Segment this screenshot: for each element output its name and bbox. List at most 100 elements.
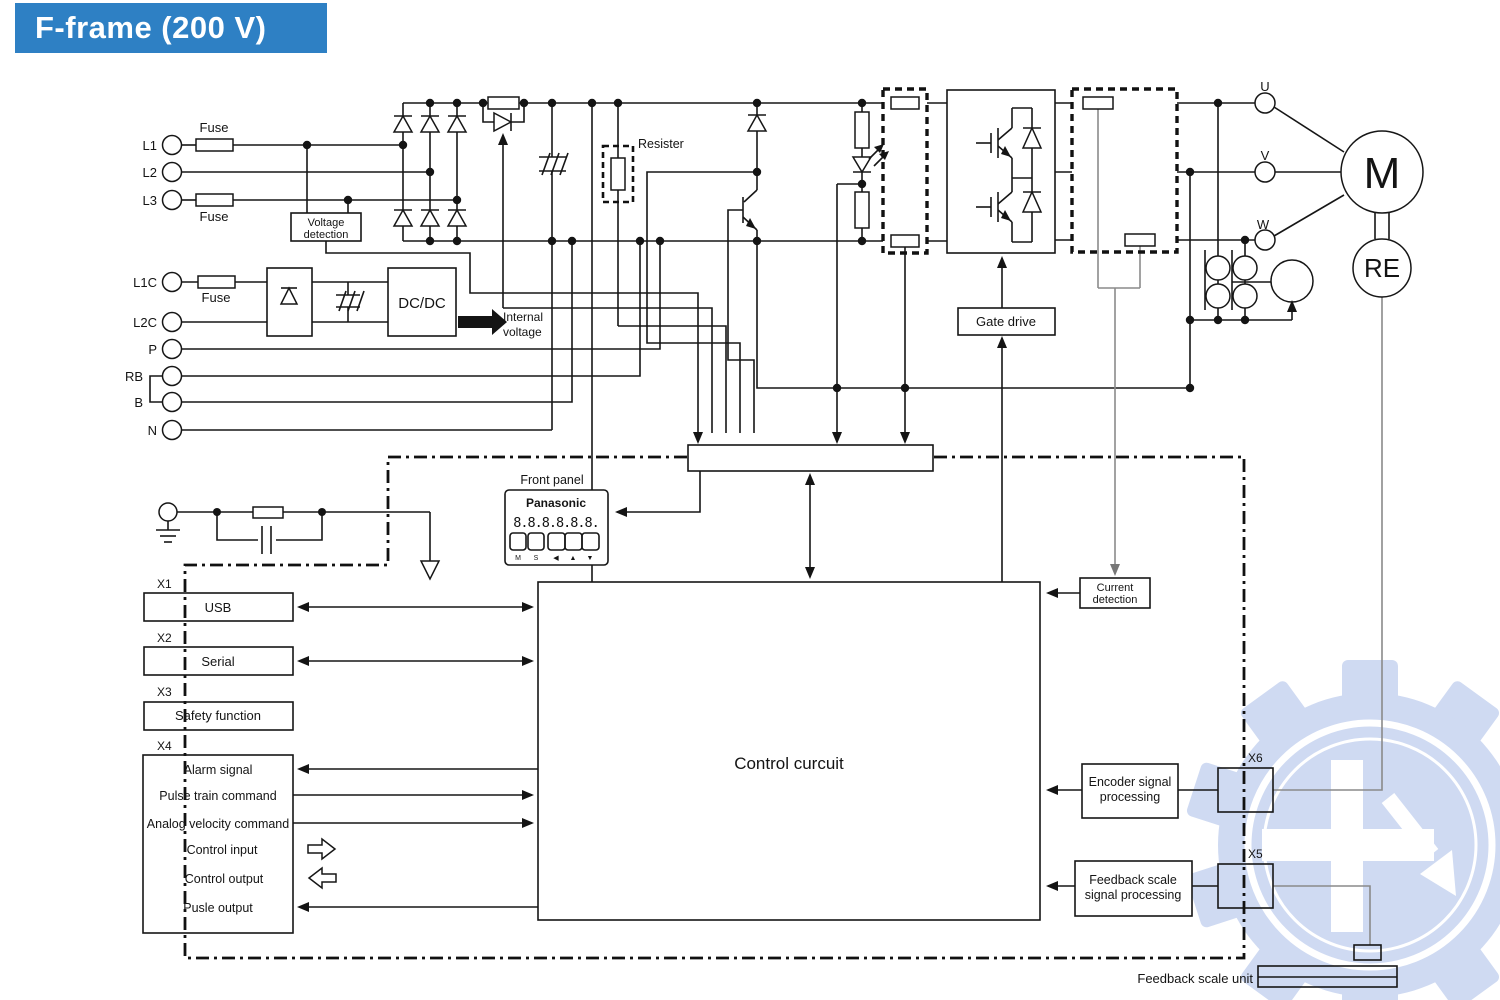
igbt-inverter-module bbox=[946, 89, 1056, 254]
feedback-scale-bar bbox=[1257, 965, 1398, 988]
dcdc-converter-box bbox=[387, 267, 457, 337]
label-l1: L1 bbox=[143, 138, 157, 153]
dc-bus-capacitor bbox=[539, 152, 569, 176]
label-pusle-output: Pusle output bbox=[183, 901, 253, 915]
seven-segment-display: 8.8.8.8.8.8. bbox=[513, 515, 599, 531]
internal-voltage-arrow bbox=[458, 309, 507, 335]
terminal-l2c bbox=[161, 311, 183, 333]
voltage-detection-box bbox=[290, 212, 362, 242]
terminal-b bbox=[161, 391, 183, 413]
components bbox=[142, 87, 1424, 988]
arrowheads bbox=[297, 133, 1297, 912]
label-feedback-processing: Feedback scale bbox=[1089, 873, 1177, 887]
watermark-gear-logo bbox=[1186, 660, 1500, 1000]
front-panel-button-down[interactable] bbox=[581, 532, 600, 551]
label-x6: X6 bbox=[1248, 751, 1263, 765]
junction-dots bbox=[213, 98, 1250, 516]
label-voltage-detection: Voltage bbox=[308, 217, 345, 229]
label-analog-velocity-command: Analog velocity command bbox=[147, 817, 289, 831]
sense-wiring bbox=[1097, 109, 1383, 945]
label-v: V bbox=[1261, 148, 1270, 163]
x6-connector-box bbox=[1217, 767, 1274, 813]
label-b: B bbox=[134, 395, 143, 410]
front-panel-button-m[interactable] bbox=[509, 532, 527, 551]
current-detection-box bbox=[1079, 577, 1151, 609]
fuse-l1c bbox=[197, 275, 236, 289]
control-input-arrow bbox=[307, 837, 337, 861]
serial-connector-box bbox=[143, 646, 294, 676]
label-control-output: Control output bbox=[185, 872, 264, 886]
control-circuit-box bbox=[537, 581, 1041, 921]
label-motor: M bbox=[1364, 149, 1401, 198]
fuse-l1 bbox=[195, 138, 234, 152]
label-serial: Serial bbox=[201, 654, 234, 669]
current-transformers bbox=[1205, 255, 1314, 309]
label-usb: USB bbox=[205, 600, 232, 615]
label-btn-left: ◀ bbox=[553, 555, 559, 562]
encoder-processing-box bbox=[1081, 763, 1179, 819]
usb-connector-box bbox=[143, 592, 294, 622]
svg-text:voltage: voltage bbox=[503, 325, 542, 339]
label-btn-m: M bbox=[515, 555, 521, 562]
label-u: U bbox=[1260, 79, 1269, 94]
chassis-ground-symbol bbox=[419, 560, 441, 581]
terminal-v bbox=[1254, 161, 1276, 183]
regenerative-resistor bbox=[610, 157, 626, 191]
label-control-circuit: Control curcuit bbox=[734, 754, 844, 773]
terminal-ground bbox=[158, 502, 178, 522]
label-w: W bbox=[1257, 217, 1270, 232]
svg-text:detection: detection bbox=[304, 229, 349, 241]
label-front-panel: Front panel bbox=[520, 473, 583, 487]
inrush-thyristor bbox=[493, 111, 513, 133]
brake-circuit bbox=[746, 113, 768, 229]
label-l3: L3 bbox=[143, 193, 157, 208]
label-fuse-l3: Fuse bbox=[200, 209, 229, 224]
label-dcdc: DC/DC bbox=[398, 295, 446, 312]
fuse-l3 bbox=[195, 193, 234, 207]
label-btn-s: S bbox=[534, 555, 539, 562]
front-panel bbox=[504, 489, 609, 566]
safety-function-box bbox=[143, 701, 294, 731]
output-current-sensor-box bbox=[1070, 87, 1179, 254]
gate-drive-box bbox=[957, 307, 1056, 336]
label-x3: X3 bbox=[157, 685, 172, 699]
front-panel-button-s[interactable] bbox=[527, 532, 545, 551]
terminal-l3 bbox=[161, 189, 183, 211]
terminal-u bbox=[1254, 92, 1276, 114]
label-internal-voltage: Internal bbox=[503, 310, 543, 324]
terminal-p bbox=[161, 338, 183, 360]
label-l2: L2 bbox=[143, 165, 157, 180]
label-x4: X4 bbox=[157, 739, 172, 753]
label-resister: Resister bbox=[638, 137, 684, 151]
x4-io-box bbox=[142, 754, 294, 934]
svg-text:signal processing: signal processing bbox=[1085, 888, 1182, 902]
terminal-rb bbox=[161, 365, 183, 387]
ground-filter-resistor bbox=[252, 506, 284, 519]
label-rb: RB bbox=[125, 369, 143, 384]
label-x1: X1 bbox=[157, 577, 172, 591]
label-x5: X5 bbox=[1248, 847, 1263, 861]
terminal-l2 bbox=[161, 161, 183, 183]
label-gate-drive: Gate drive bbox=[976, 314, 1036, 329]
feedback-processing-box bbox=[1074, 860, 1193, 917]
label-rotary-encoder: RE bbox=[1364, 253, 1400, 283]
label-btn-up: ▲ bbox=[570, 555, 577, 562]
label-fuse-l1: Fuse bbox=[200, 120, 229, 135]
control-capacitor bbox=[336, 290, 365, 312]
control-output-arrow bbox=[307, 866, 337, 890]
label-pulse-train-command: Pulse train command bbox=[159, 789, 276, 803]
terminal-l1c bbox=[161, 271, 183, 293]
svg-text:processing: processing bbox=[1100, 790, 1160, 804]
label-p: P bbox=[148, 342, 157, 357]
label-encoder-processing: Encoder signal bbox=[1089, 775, 1172, 789]
power-interface-bar bbox=[687, 444, 934, 472]
label-fuse-l1c: Fuse bbox=[202, 290, 231, 305]
label-alarm-signal: Alarm signal bbox=[184, 763, 253, 777]
svg-text:detection: detection bbox=[1093, 594, 1138, 606]
terminal-w bbox=[1254, 229, 1276, 251]
label-current-detection: Current bbox=[1097, 582, 1134, 594]
label-feedback-scale-unit: Feedback scale unit bbox=[1137, 971, 1253, 986]
regenerative-resistor-outline bbox=[601, 144, 635, 204]
label-btn-down: ▼ bbox=[587, 555, 594, 562]
